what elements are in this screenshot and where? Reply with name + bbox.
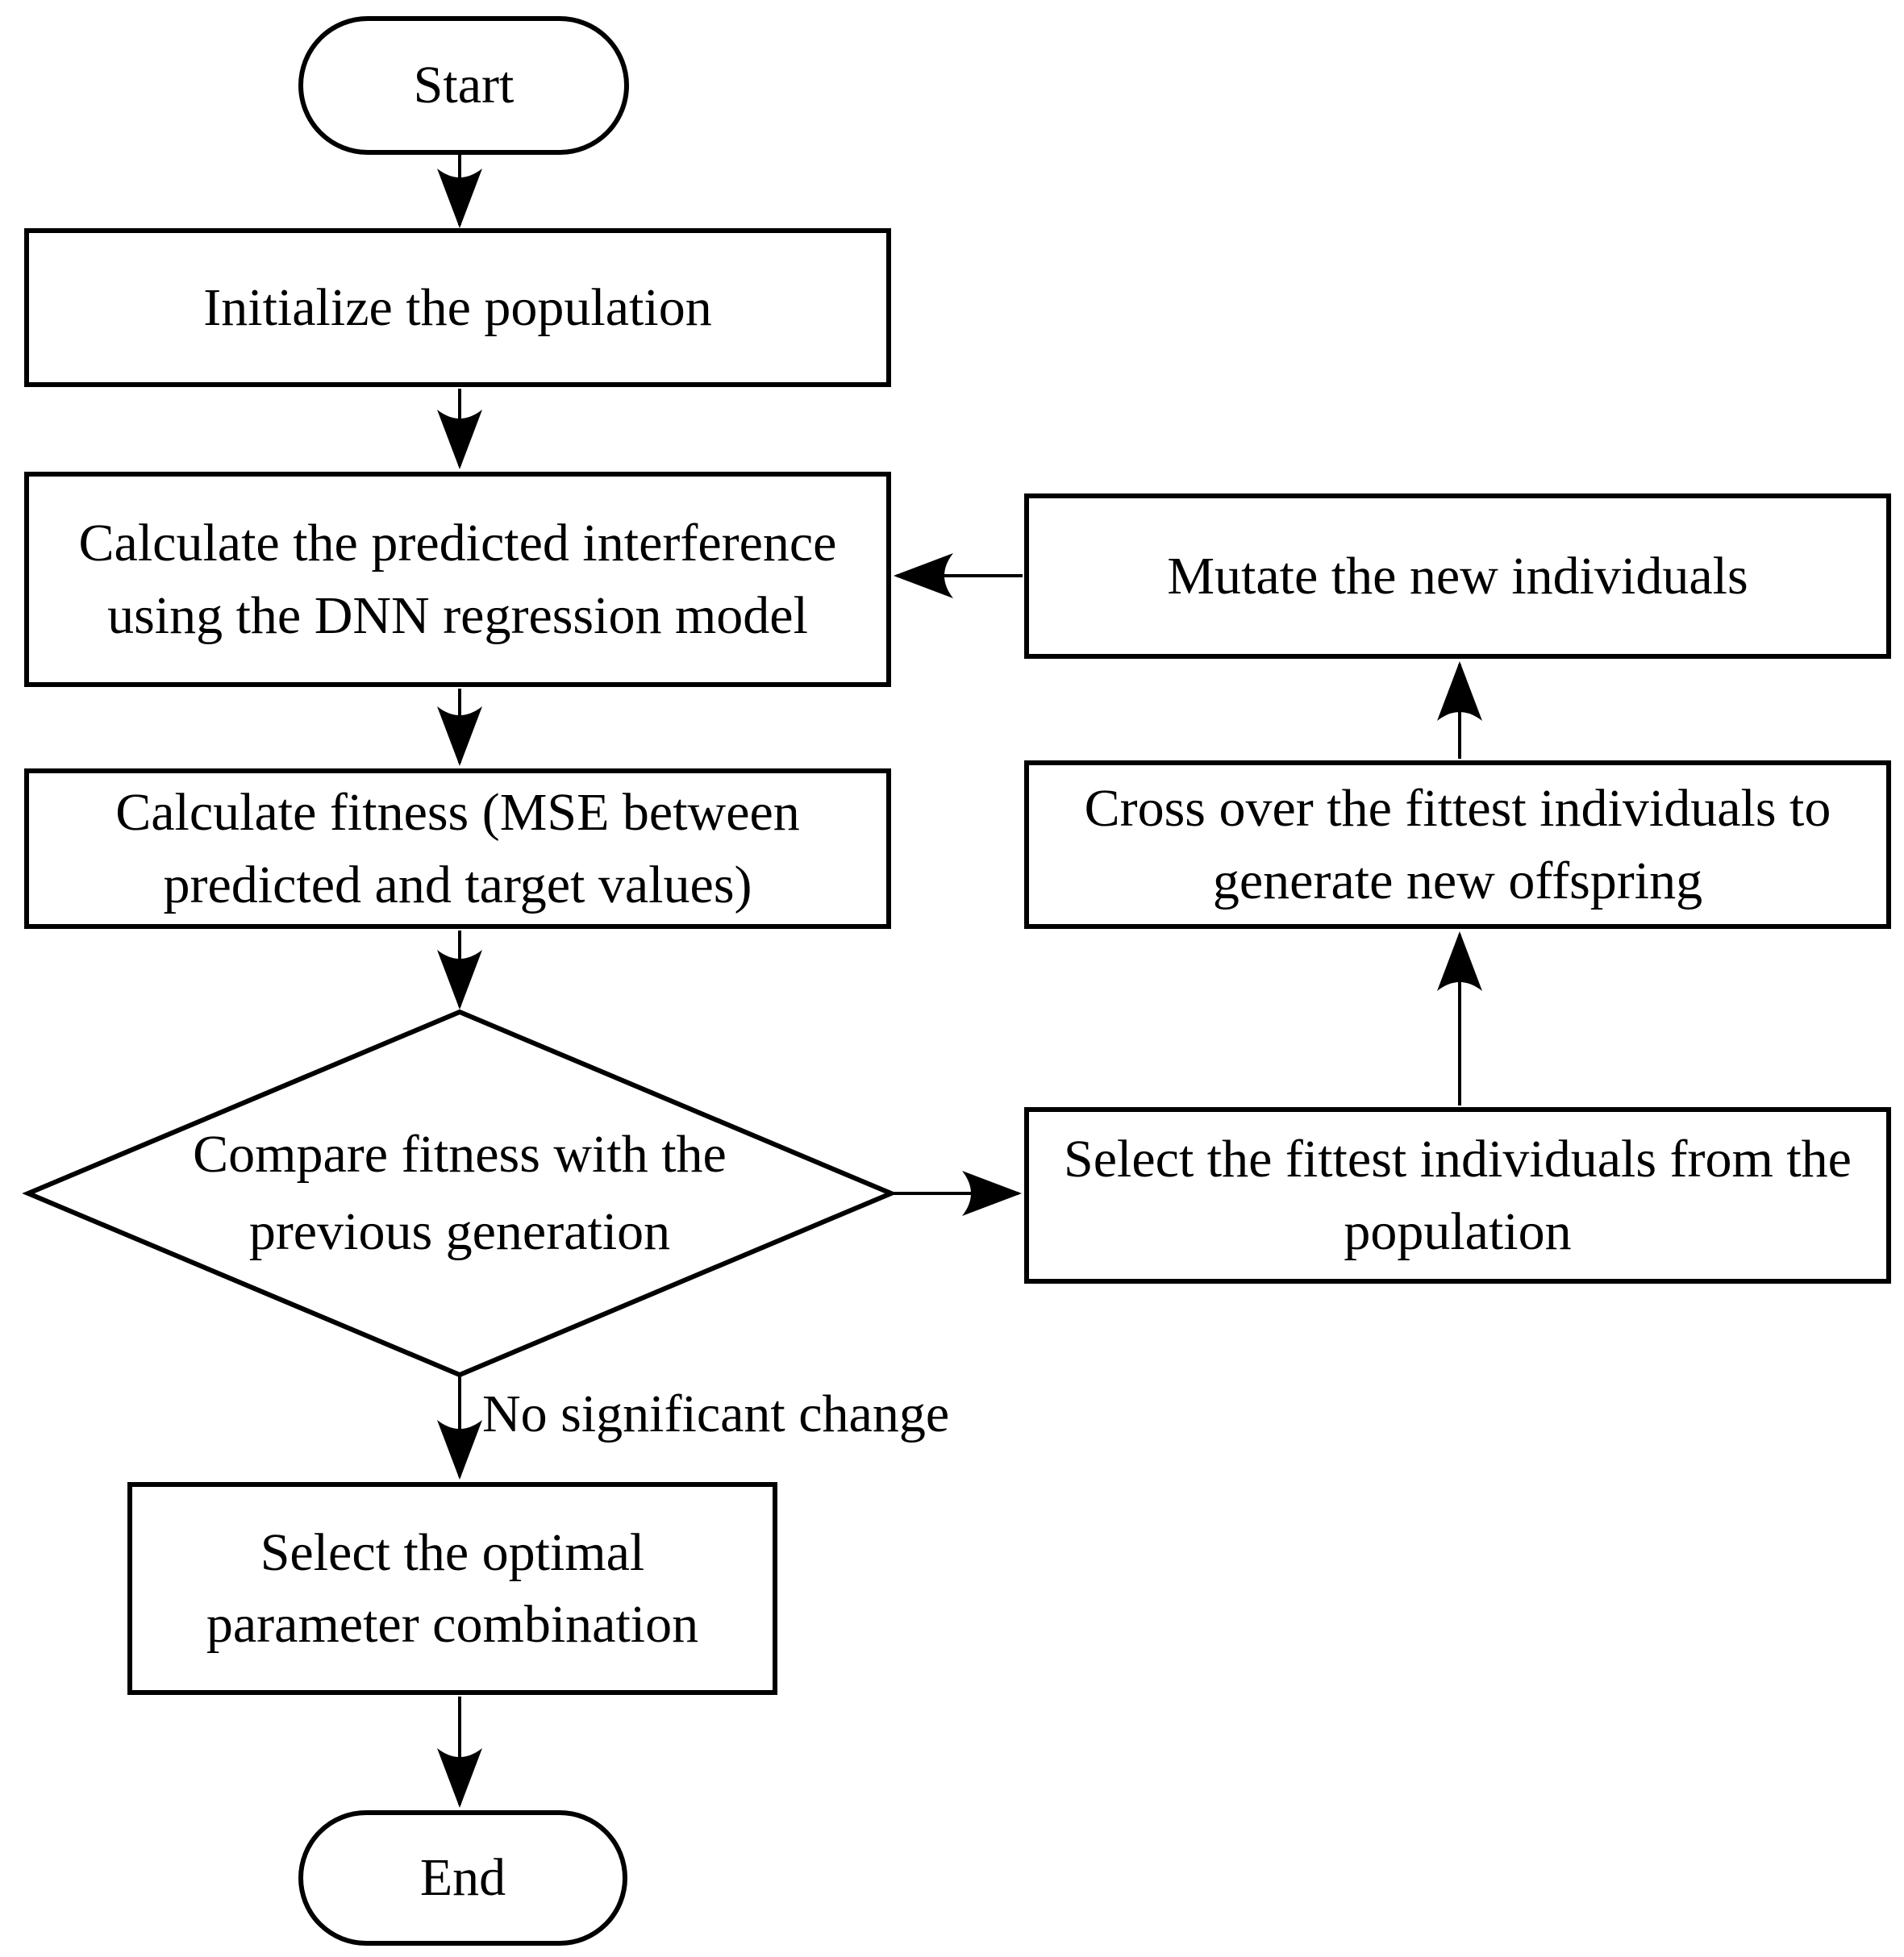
node-compare-fitness-decision: Compare fitness with the previous genera… <box>193 1125 727 1261</box>
node-calculate-fitness: Calculate fitness (MSE between predicted… <box>24 768 891 929</box>
node-select-fittest: Select the fittest individuals from the … <box>1024 1107 1891 1284</box>
node-initialize-population: Initialize the population <box>24 228 891 387</box>
node-end: End <box>298 1810 627 1946</box>
node-start: Start <box>298 16 629 155</box>
node-select-optimal-parameters: Select the optimal parameter combination <box>127 1482 777 1695</box>
node-cross-over: Cross over the fittest individuals to ge… <box>1024 760 1891 929</box>
node-calculate-predicted-interference: Calculate the predicted interference usi… <box>24 472 891 687</box>
edge-label-no-significant-change: No significant change <box>482 1384 950 1443</box>
node-mutate-individuals: Mutate the new individuals <box>1024 493 1891 659</box>
decision-diamond-shape <box>22 1009 898 1378</box>
